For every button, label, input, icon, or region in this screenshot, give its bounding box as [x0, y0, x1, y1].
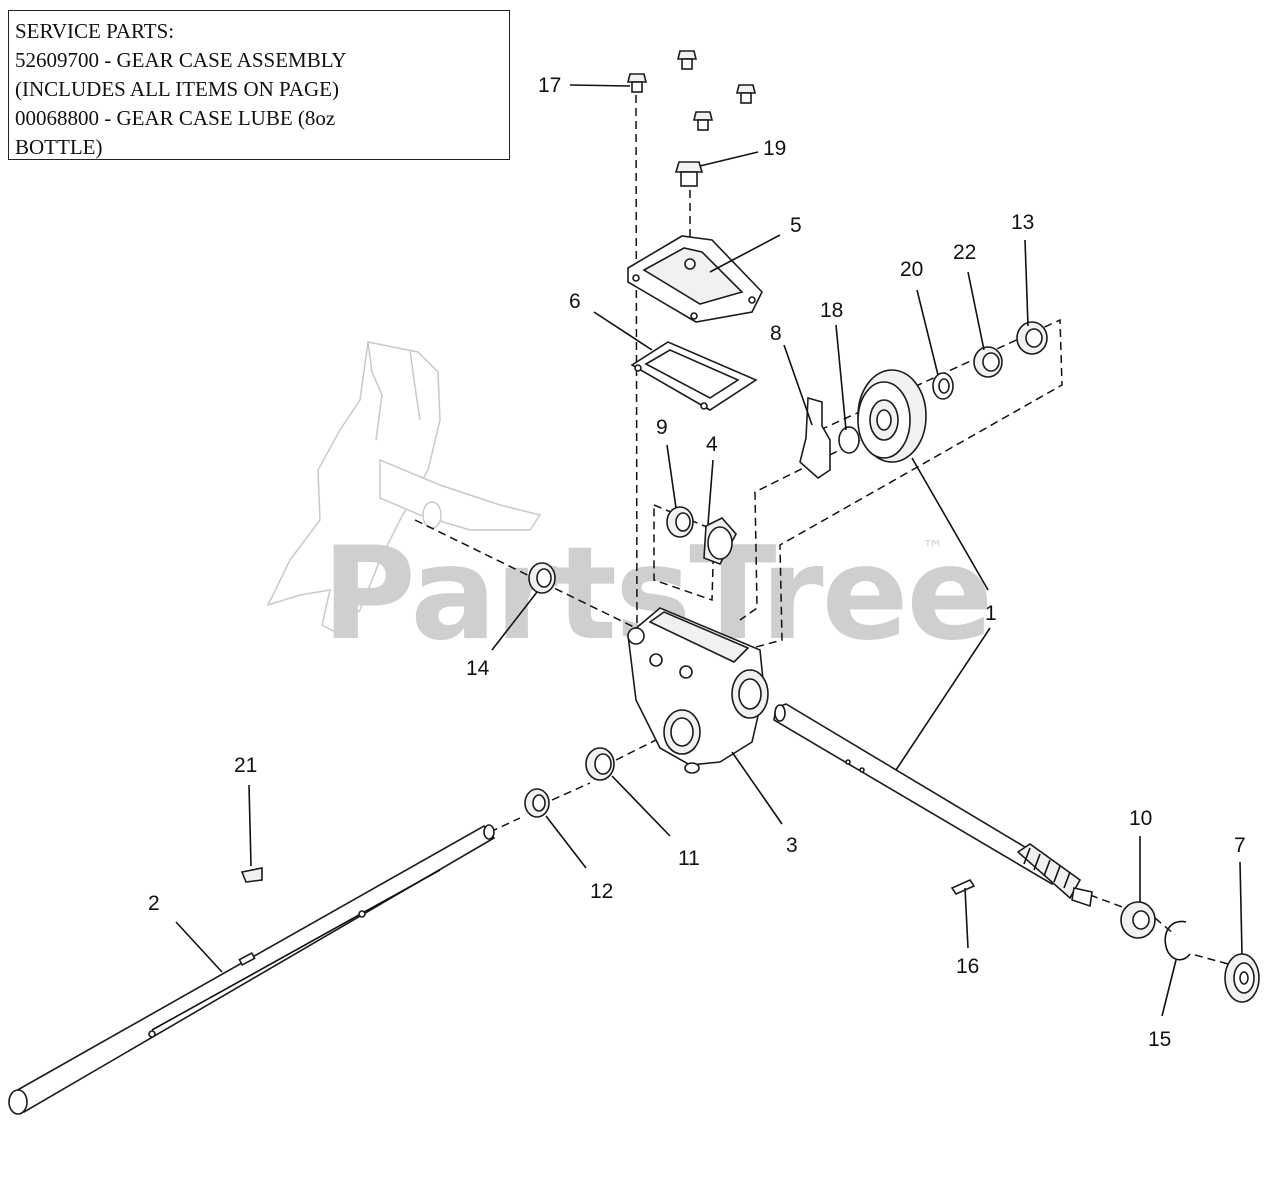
callout-11: 11 [678, 847, 700, 870]
bushing-4 [703, 517, 737, 565]
bearing-11 [585, 747, 615, 781]
service-parts-line-assembly: 52609700 - GEAR CASE ASSEMBLY [15, 48, 347, 72]
callout-19: 19 [763, 137, 786, 160]
callout-10: 10 [1129, 807, 1152, 830]
worm-shaft-1 [773, 703, 1093, 908]
gear-case-cover-5 [627, 235, 763, 323]
callout-7: 7 [1234, 834, 1246, 857]
snap-ring-18 [838, 426, 860, 454]
callout-21: 21 [234, 754, 257, 777]
service-parts-heading: SERVICE PARTS: [15, 19, 175, 43]
callout-18: 18 [820, 299, 843, 322]
screw-top-2 [735, 84, 757, 104]
bearing-13 [1016, 321, 1048, 355]
gasket-6 [630, 341, 758, 411]
seal-14 [528, 562, 556, 594]
callout-5: 5 [790, 214, 802, 237]
gear-case-3 [627, 607, 769, 774]
callout-20: 20 [900, 258, 923, 281]
key-21 [240, 867, 263, 883]
callout-12: 12 [590, 880, 613, 903]
leader-lines [175, 84, 1243, 1017]
washer-12 [524, 788, 550, 818]
screw-top-1 [676, 50, 698, 70]
callout-16: 16 [956, 955, 979, 978]
worm-gear [857, 369, 927, 463]
callout-2: 2 [148, 892, 160, 915]
screw-top-3 [692, 111, 714, 131]
callout-17: 17 [538, 74, 561, 97]
end-bearing-7 [1224, 953, 1260, 1003]
washer-20 [932, 372, 954, 400]
callout-15: 15 [1148, 1028, 1171, 1051]
callout-22: 22 [953, 241, 976, 264]
ghost-auger-impeller [266, 341, 542, 633]
vent-plug-19 [674, 161, 704, 187]
screw-17 [626, 73, 648, 93]
callout-1: 1 [985, 602, 997, 625]
retaining-ring-15 [1164, 920, 1191, 961]
callout-4: 4 [706, 433, 718, 456]
spacer-10 [1120, 901, 1156, 939]
callout-9: 9 [656, 416, 668, 439]
shift-fork-8 [799, 396, 831, 480]
auger-shaft-2 [8, 824, 496, 1115]
bearing-9 [666, 506, 694, 538]
service-parts-box: SERVICE PARTS: 52609700 - GEAR CASE ASSE… [8, 10, 510, 160]
watermark-trademark: ™ [922, 537, 944, 562]
pin-16 [950, 878, 976, 896]
callout-6: 6 [569, 290, 581, 313]
callout-14: 14 [466, 657, 490, 680]
service-parts-line-bottle: BOTTLE) [15, 135, 103, 159]
bushing-22 [973, 346, 1003, 378]
callout-labels: 17 19 5 6 8 18 20 22 13 9 4 14 1 3 11 12… [148, 74, 1246, 1051]
service-parts-line-includes: (INCLUDES ALL ITEMS ON PAGE) [15, 77, 339, 101]
callout-13: 13 [1011, 211, 1034, 234]
callout-8: 8 [770, 322, 782, 345]
callout-3: 3 [786, 834, 798, 857]
service-parts-line-lube: 00068800 - GEAR CASE LUBE (8oz [15, 106, 336, 130]
